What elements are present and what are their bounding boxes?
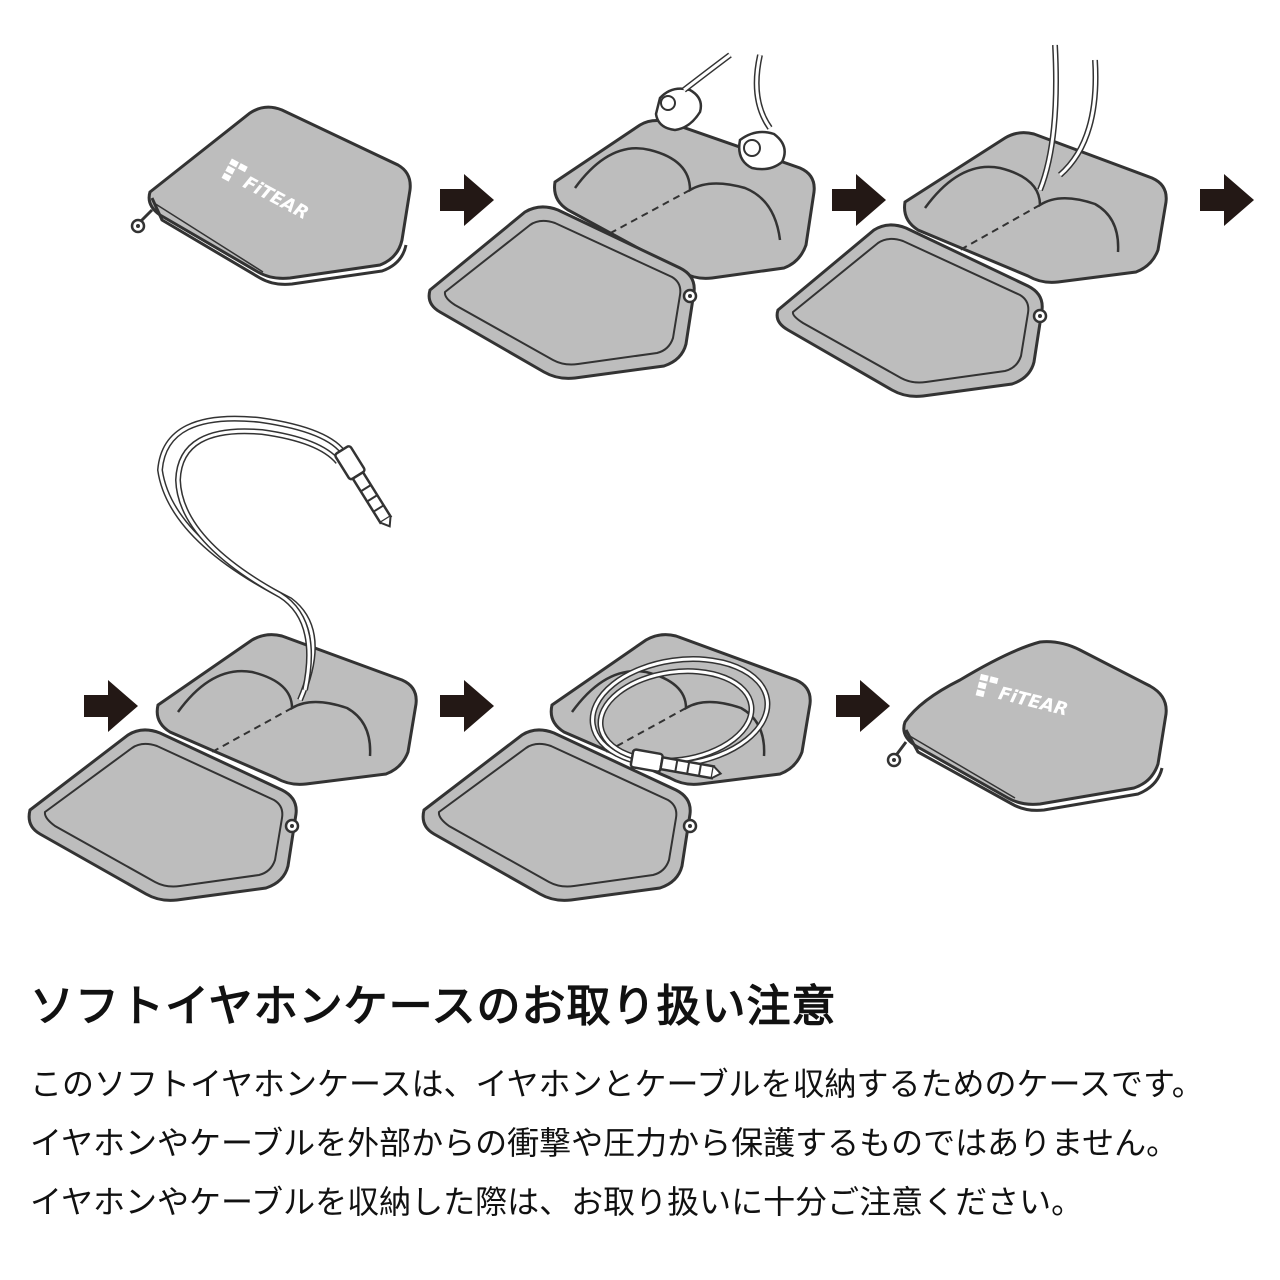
page-title: ソフトイヤホンケースのお取り扱い注意 bbox=[30, 981, 837, 1032]
caution-line: イヤホンやケーブルを外部からの衝撃や圧力から保護するものではありません。 bbox=[30, 1124, 1179, 1162]
step-6-closed-case: FiTEAR bbox=[886, 640, 1168, 812]
arrow-right-icon bbox=[440, 174, 494, 226]
step-2-open-case bbox=[427, 52, 816, 380]
arrow-right-icon bbox=[1200, 174, 1254, 226]
caution-line: イヤホンやケーブルを収納した際は、お取り扱いに十分ご注意ください。 bbox=[30, 1183, 1084, 1221]
step-4-cable-over-case bbox=[27, 415, 418, 902]
zipper-pull-icon bbox=[1032, 308, 1048, 324]
step-5-cable-coiled bbox=[421, 633, 812, 902]
caution-text: このソフトイヤホンケースは、イヤホンとケーブルを収納するためのケースです。 イヤ… bbox=[30, 1055, 1204, 1232]
step-3-earphones-placed bbox=[775, 44, 1168, 398]
zipper-pull-icon bbox=[130, 218, 146, 234]
instruction-diagram: FiTEAR bbox=[27, 44, 1254, 902]
cable-icon bbox=[156, 415, 393, 702]
arrow-right-icon bbox=[832, 174, 886, 226]
arrow-right-icon bbox=[440, 680, 494, 732]
zipper-pull-icon bbox=[886, 752, 902, 768]
arrow-right-icon bbox=[84, 680, 138, 732]
step-1-closed-case: FiTEAR bbox=[130, 105, 412, 286]
zipper-pull-icon bbox=[682, 288, 698, 304]
zipper-pull-icon bbox=[284, 818, 300, 834]
earphones-icon bbox=[654, 52, 786, 171]
caution-line: このソフトイヤホンケースは、イヤホンとケーブルを収納するためのケースです。 bbox=[30, 1065, 1204, 1103]
arrow-right-icon bbox=[836, 680, 890, 732]
coiled-cable-icon bbox=[589, 656, 771, 780]
zipper-pull-icon bbox=[682, 818, 698, 834]
